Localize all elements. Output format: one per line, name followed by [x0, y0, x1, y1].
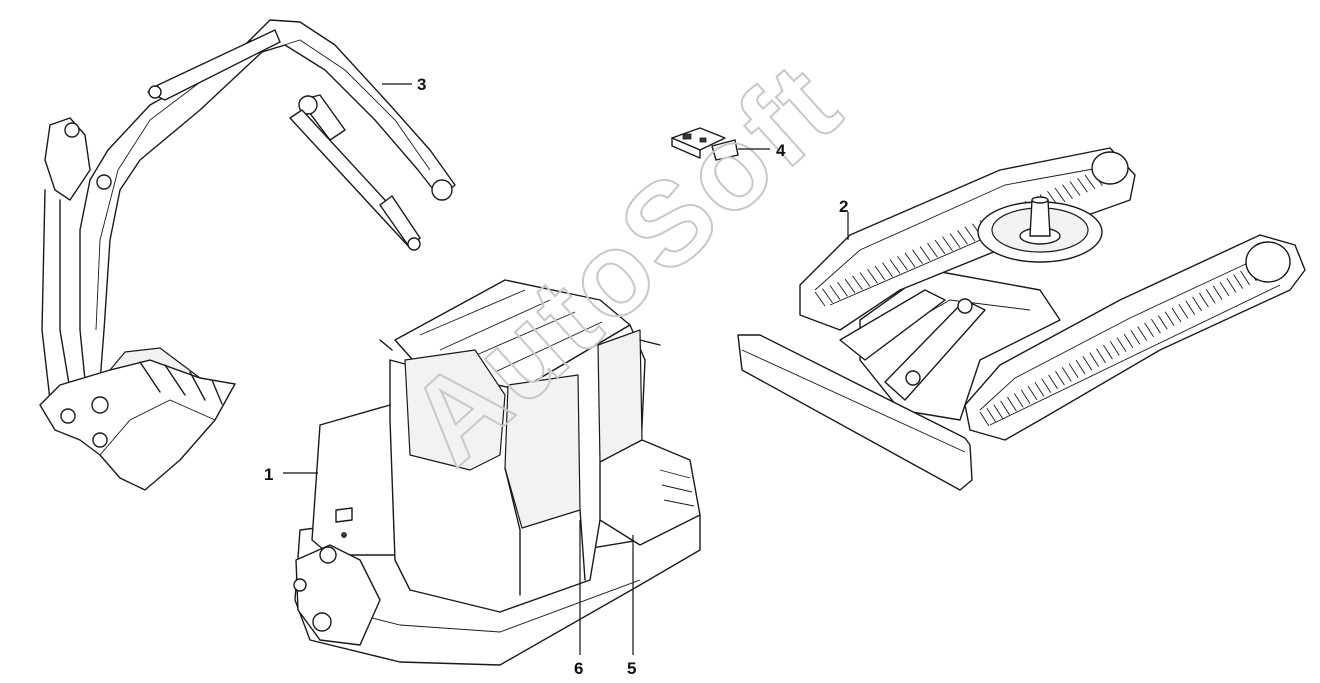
track-shoe: [1185, 300, 1196, 315]
track-shoe: [822, 288, 833, 304]
track-shoe: [1054, 187, 1066, 203]
track-shoe: [1069, 181, 1081, 196]
track-shoe: [1130, 330, 1141, 345]
track-shoe: [1041, 378, 1052, 393]
track-shoe: [1178, 304, 1189, 319]
track-shoe: [867, 268, 878, 284]
callout-3: 3: [417, 75, 426, 94]
track-shoe: [949, 233, 961, 248]
track-shoe: [1082, 356, 1093, 371]
track-shoe: [993, 404, 1004, 419]
track-shoe: [1157, 315, 1168, 330]
track-shoe: [1192, 296, 1202, 312]
track-shoe: [1151, 318, 1161, 334]
track-shoe: [1240, 270, 1250, 286]
track-shoe: [1000, 400, 1010, 416]
boom-arm-bucket-assembly: [39, 19, 456, 491]
track-shoe: [927, 242, 938, 258]
callouts: 1 2 3 4 5 6: [264, 75, 849, 678]
track-shoe: [957, 229, 968, 245]
track-shoe: [979, 411, 990, 427]
track-shoe: [897, 255, 908, 271]
track-shoe: [912, 249, 923, 265]
track-shoe: [1020, 389, 1031, 404]
track-shoe: [1212, 285, 1223, 300]
track-shoe: [1077, 177, 1088, 193]
undercarriage-assembly: [737, 147, 1306, 491]
track-shoe: [942, 236, 953, 252]
track-shoe: [1096, 348, 1106, 364]
track-shoe: [852, 275, 863, 291]
track-shoe: [814, 291, 826, 307]
upper-structure-cab: [293, 279, 701, 666]
track-shoe: [1062, 184, 1073, 200]
track-shoe: [1144, 322, 1154, 338]
track-shoe: [1226, 278, 1237, 293]
track-shoe: [1164, 311, 1175, 326]
track-shoe: [874, 265, 886, 281]
track-shoe: [1013, 393, 1024, 408]
callout-5: 5: [627, 659, 636, 678]
track-shoe: [1116, 337, 1127, 352]
track-shoe: [1084, 174, 1096, 190]
track-shoe: [1068, 363, 1079, 378]
track-shoe: [1027, 385, 1038, 401]
track-shoe: [1055, 370, 1065, 386]
track-shoe: [1061, 367, 1072, 382]
track-shoe: [1123, 333, 1134, 349]
track-shoe: [904, 252, 916, 268]
track-shoe: [919, 246, 931, 261]
track-shoe: [964, 226, 976, 242]
track-shoe: [934, 239, 946, 255]
track-shoe: [1007, 396, 1017, 412]
callout-1: 1: [264, 465, 273, 484]
track-shoe: [882, 262, 893, 278]
track-shoe: [1048, 374, 1058, 390]
track-shoe: [986, 408, 997, 423]
track-shoe: [829, 285, 841, 300]
callout-2: 2: [839, 197, 848, 216]
track-shoe: [837, 281, 848, 297]
electrical-module: [671, 127, 739, 161]
callout-6: 6: [574, 659, 583, 678]
track-shoe: [1233, 274, 1244, 289]
track-shoe: [1199, 292, 1209, 308]
track-shoe: [889, 259, 901, 274]
track-shoe: [1034, 382, 1045, 397]
track-shoe: [1219, 281, 1230, 297]
track-shoe: [1103, 344, 1113, 360]
track-shoe: [1089, 352, 1100, 367]
track-shoe: [844, 278, 856, 294]
track-shoe: [1109, 341, 1120, 356]
track-shoe: [1137, 326, 1148, 341]
track-shoe: [1205, 289, 1216, 304]
track-shoe: [859, 272, 871, 287]
track-shoe: [1075, 359, 1086, 375]
callout-4: 4: [776, 141, 786, 160]
track-shoe: [1171, 307, 1182, 323]
